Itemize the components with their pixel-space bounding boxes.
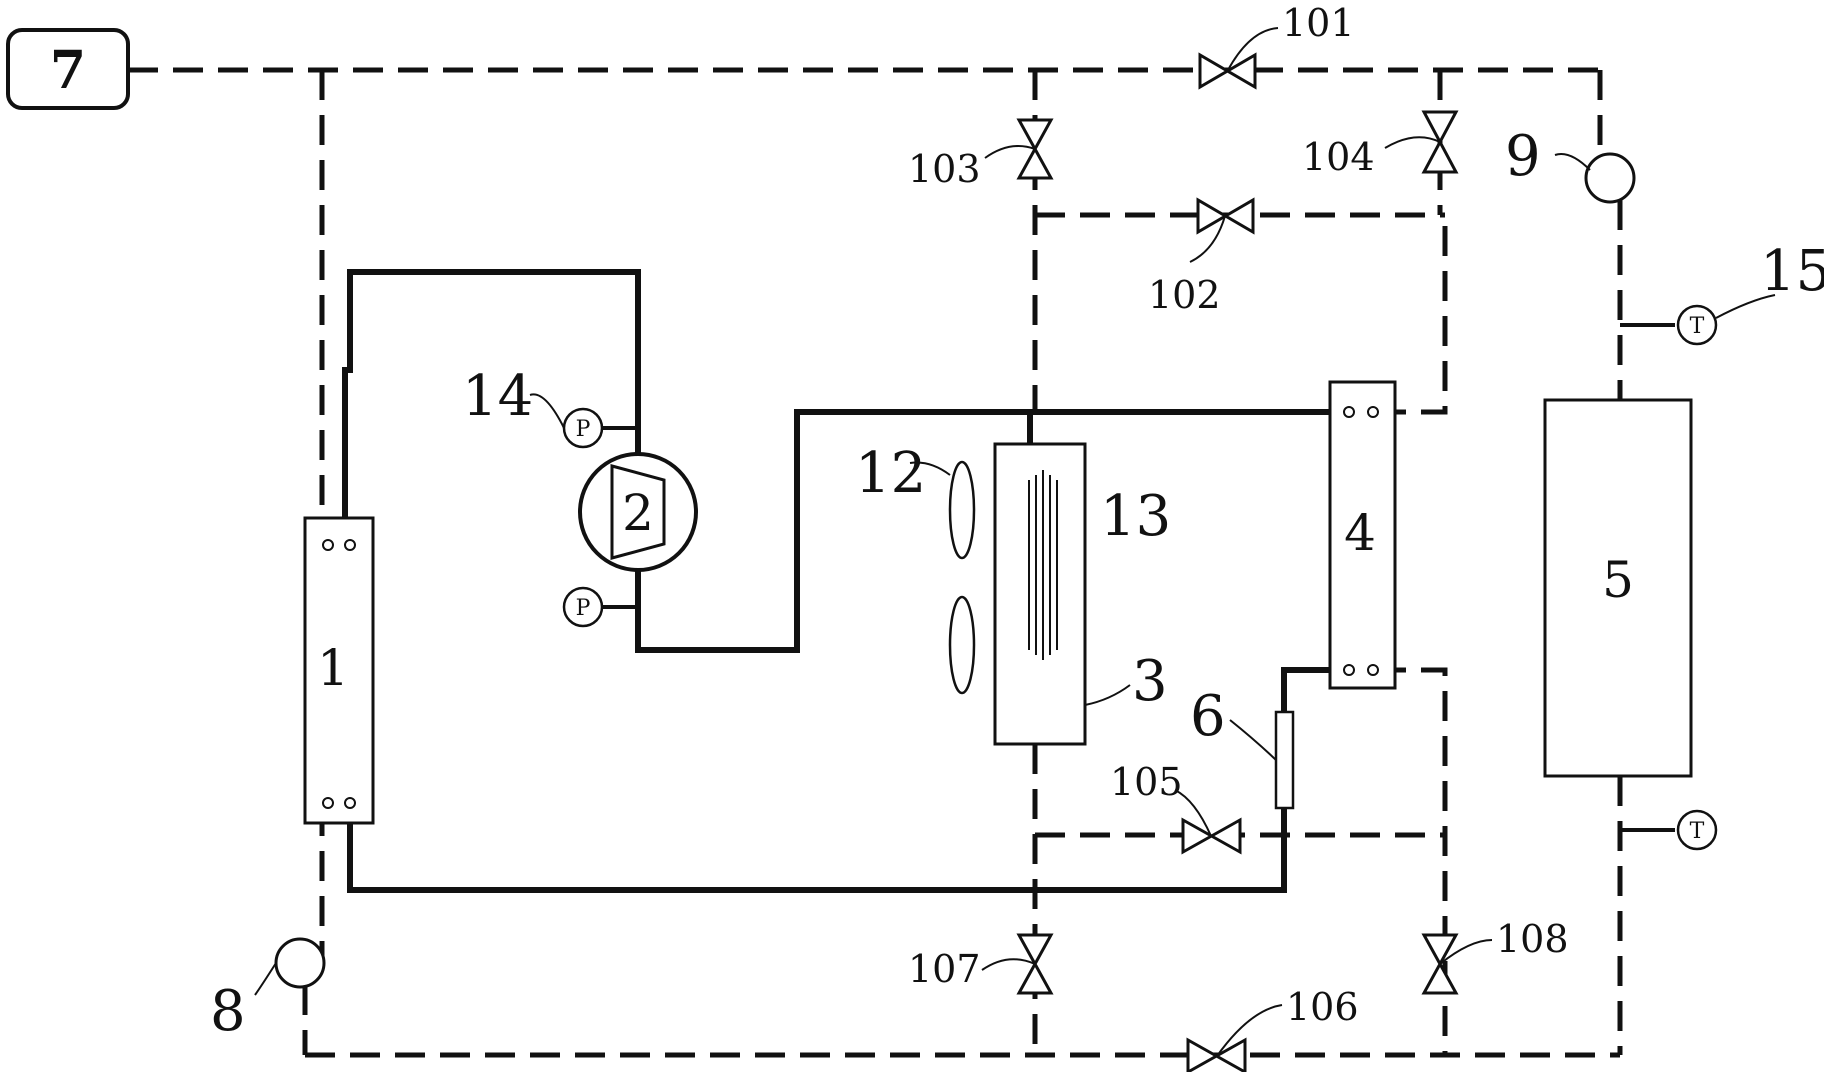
condenser-3 (993, 442, 1087, 746)
leader-106 (1216, 1004, 1283, 1057)
valve-102 (1196, 197, 1255, 235)
heat-exchanger-4: 4 (1328, 380, 1397, 690)
compressor-label: 2 (622, 484, 654, 542)
pressure-symbol-lower: P (576, 596, 591, 621)
temp-symbol-upper: T (1690, 314, 1705, 339)
label-102: 102 (1148, 273, 1221, 317)
label-9: 9 (1505, 124, 1541, 189)
controller-7: 7 (6, 28, 130, 110)
leader-101 (1227, 27, 1279, 71)
leader-108 (1439, 939, 1493, 965)
valve-101 (1198, 52, 1257, 90)
load-5: 5 (1543, 398, 1693, 778)
pressure-sensor-lower: P (562, 586, 604, 628)
pressure-sensor-upper: P (562, 407, 604, 449)
compressor-2: 2 (578, 452, 698, 572)
refrigerant-lines (342, 269, 1346, 893)
label-108: 108 (1496, 917, 1569, 961)
leader-8 (254, 962, 277, 996)
fan-12 (948, 460, 976, 695)
labels: 101 102 103 104 105 106 107 108 14 12 13… (210, 1, 1824, 1044)
leader-9 (1554, 153, 1591, 171)
leader-15 (1715, 294, 1776, 319)
pump-9 (1584, 152, 1636, 204)
leader-103 (984, 145, 1036, 159)
fins-13 (1028, 470, 1058, 660)
line-hx4-bottom-out (1376, 667, 1448, 1055)
leader-lines (254, 27, 1776, 1057)
label-106: 106 (1286, 985, 1359, 1029)
label-15: 15 (1760, 239, 1824, 304)
throttle-6 (1274, 710, 1295, 810)
label-101: 101 (1282, 1, 1355, 45)
line-hx4-top-out (1376, 215, 1448, 415)
line-throttle-to-hx1 (347, 806, 1287, 893)
pressure-symbol-upper: P (576, 417, 591, 442)
label-14: 14 (462, 364, 533, 429)
temp-sensor-lower: T (1676, 809, 1718, 851)
label-8: 8 (210, 979, 246, 1044)
leader-105 (1174, 789, 1212, 837)
heat-exchanger-1: 1 (303, 516, 375, 825)
valve-106 (1186, 1037, 1247, 1072)
controller-label: 7 (50, 40, 86, 101)
line-hx1-to-compressor (342, 269, 641, 518)
label-13: 13 (1100, 484, 1171, 549)
leader-14 (529, 393, 565, 429)
temp-symbol-lower: T (1690, 819, 1705, 844)
temp-sensor-upper: T (1676, 304, 1718, 346)
load-label: 5 (1602, 551, 1634, 609)
leader-102 (1189, 215, 1226, 263)
label-105: 105 (1110, 760, 1183, 804)
leader-104 (1384, 136, 1441, 149)
label-104: 104 (1302, 135, 1375, 179)
leader-6 (1229, 719, 1277, 761)
line-compressor-to-condenser (635, 409, 1346, 653)
valve-105 (1181, 817, 1242, 855)
label-3: 3 (1132, 649, 1168, 714)
label-107: 107 (908, 947, 981, 991)
leader-107 (981, 958, 1036, 971)
hx4-label: 4 (1344, 504, 1376, 562)
pump-8 (274, 937, 326, 989)
line-hx4-to-throttle (1281, 667, 1346, 712)
leader-12 (909, 461, 951, 476)
label-12: 12 (855, 441, 926, 506)
hx1-label: 1 (317, 639, 349, 697)
sensor-taps (603, 323, 1675, 832)
label-6: 6 (1190, 684, 1226, 749)
leader-3 (1084, 684, 1131, 706)
label-103: 103 (908, 147, 981, 191)
